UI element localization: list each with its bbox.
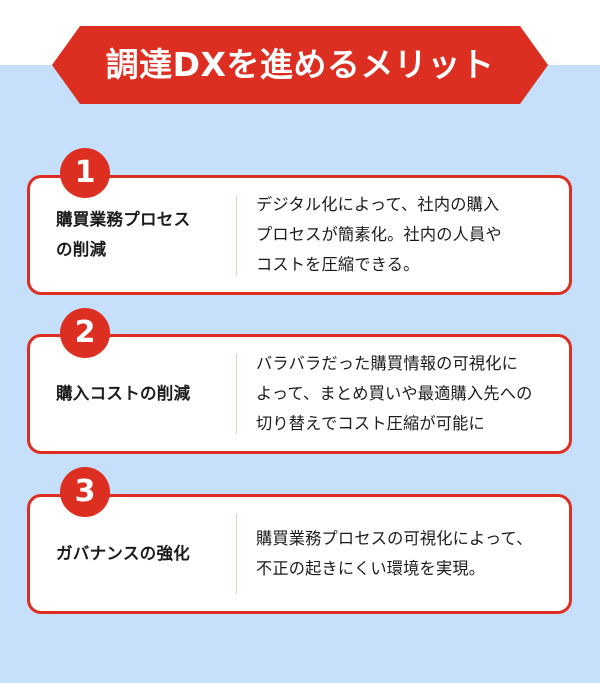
card-description: デジタル化によって、社内の購入 プロセスが簡素化。社内の人員や コストを圧縮でき… <box>256 178 561 292</box>
number-badge-1: 1 <box>60 148 110 198</box>
title-banner <box>52 26 548 104</box>
card-divider <box>236 354 237 434</box>
card-description: バラバラだった購買情報の可視化に よって、まとめ買いや最適購入先への 切り替えで… <box>256 337 561 451</box>
number-badge-3: 3 <box>60 467 110 517</box>
card-divider <box>236 514 237 594</box>
card-heading-line: 購入コストの削減 <box>56 384 191 403</box>
merit-card-1: 購買業務プロセス の削減 デジタル化によって、社内の購入 プロセスが簡素化。社内… <box>27 175 572 295</box>
card-description-line: 切り替えでコスト圧縮が可能に <box>256 414 485 433</box>
card-divider <box>236 195 237 275</box>
card-description-line: よって、まとめ買いや最適購入先への <box>256 384 533 403</box>
number-badge-2: 2 <box>60 308 110 358</box>
card-description-line: コストを圧縮できる。 <box>256 255 420 274</box>
card-heading-line: ガバナンスの強化 <box>56 544 191 563</box>
merit-card-3: ガバナンスの強化 購買業務プロセスの可視化によって、 不正の起きにくい環境を実現… <box>27 494 572 614</box>
banner-title: 調達DXを進めるメリット <box>105 45 495 84</box>
card-heading: ガバナンスの強化 <box>56 497 241 611</box>
card-description-line: プロセスが簡素化。社内の人員や <box>256 225 502 244</box>
card-heading-line: 購買業務プロセス <box>56 210 191 229</box>
card-heading: 購買業務プロセス の削減 <box>56 178 241 292</box>
card-description-line: デジタル化によって、社内の購入 <box>256 195 500 214</box>
merit-card-2: 購入コストの削減 バラバラだった購買情報の可視化に よって、まとめ買いや最適購入… <box>27 334 572 454</box>
card-description-line: 不正の起きにくい環境を実現。 <box>256 559 486 578</box>
card-heading-line: の削減 <box>56 240 107 259</box>
card-description-line: 購買業務プロセスの可視化によって、 <box>256 529 533 548</box>
card-heading: 購入コストの削減 <box>56 337 241 451</box>
card-description: 購買業務プロセスの可視化によって、 不正の起きにくい環境を実現。 <box>256 497 561 611</box>
card-description-line: バラバラだった購買情報の可視化に <box>256 354 519 373</box>
